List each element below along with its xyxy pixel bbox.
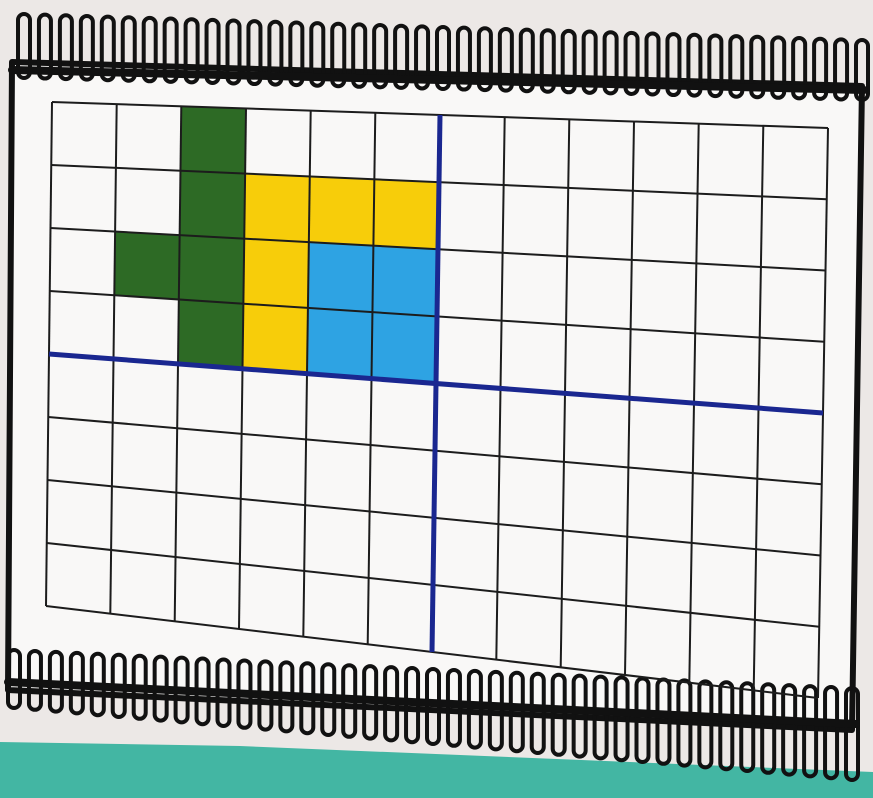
shaded-cell-green bbox=[178, 300, 243, 369]
shaded-cell-green bbox=[114, 232, 179, 300]
shaded-cell-green bbox=[179, 235, 245, 304]
shaded-cell-yellow bbox=[243, 304, 308, 374]
shaded-cell-yellow bbox=[244, 174, 309, 243]
shaded-cell-blue bbox=[372, 312, 438, 383]
shaded-cell-blue bbox=[373, 246, 439, 317]
shaded-cell-yellow bbox=[373, 179, 439, 249]
shaded-cell-blue bbox=[308, 242, 374, 312]
shaded-cell-yellow bbox=[243, 239, 308, 308]
shaded-cell-yellow bbox=[309, 176, 375, 245]
shaded-cell-green bbox=[180, 171, 245, 239]
shaded-cell-blue bbox=[307, 308, 373, 379]
shaded-cell-green bbox=[181, 106, 247, 173]
